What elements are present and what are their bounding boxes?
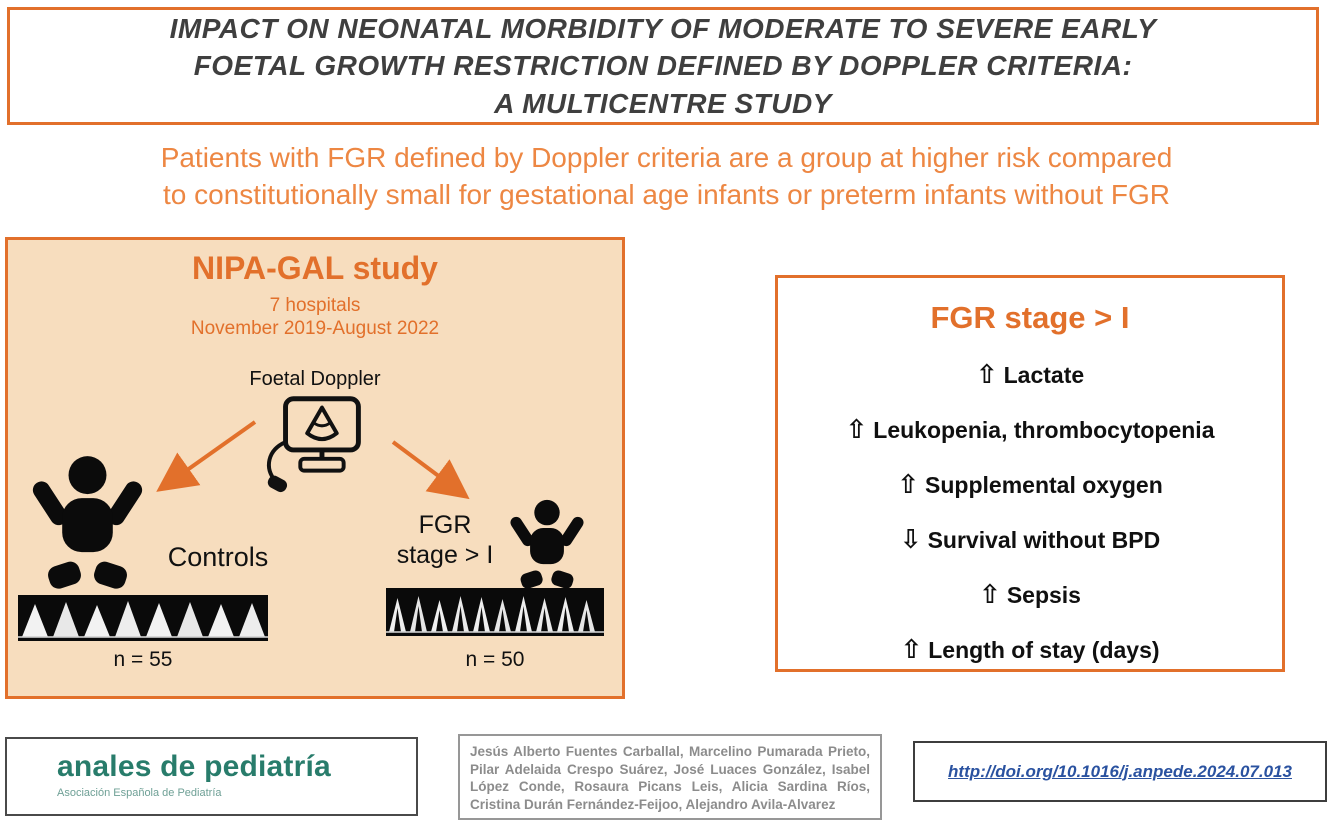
paper-title-line3: A MULTICENTRE STUDY xyxy=(494,87,832,119)
study-period: November 2019-August 2022 xyxy=(190,318,440,339)
fgr-n: n = 50 xyxy=(465,648,525,671)
journal-association: Asociación Española de Pediatría xyxy=(57,787,222,799)
doi-link[interactable]: http://doi.org/10.1016/j.anpede.2024.07.… xyxy=(948,761,1292,781)
ultrasound-machine-icon xyxy=(256,392,384,502)
foetal-doppler-label: Foetal Doppler xyxy=(249,368,381,390)
paper-title-line2: FOETAL GROWTH RESTRICTION DEFINED BY DOP… xyxy=(193,50,1133,82)
study-name: NIPA-GAL study xyxy=(192,250,438,286)
baby-icon xyxy=(508,498,586,598)
authors-box: Jesús Alberto Fuentes Carballal, Marceli… xyxy=(458,734,882,820)
key-message: Patients with FGR defined by Doppler cri… xyxy=(0,140,1333,214)
up-arrow-icon: ⇧ xyxy=(900,635,923,665)
controls-n: n = 55 xyxy=(113,648,173,671)
down-arrow-icon: ⇩ xyxy=(899,525,922,555)
results-panel: FGR stage > I ⇧Lactate ⇧Leukopenia, thro… xyxy=(775,275,1285,672)
result-label: Supplemental oxygen xyxy=(925,472,1163,498)
up-arrow-icon: ⇧ xyxy=(845,415,868,445)
paper-title-line1: IMPACT ON NEONATAL MORBIDITY OF MODERATE… xyxy=(169,12,1157,44)
result-item-sepsis: ⇧Sepsis xyxy=(979,580,1081,610)
fgr-group-label: FGR stage > I xyxy=(380,510,510,570)
result-label: Sepsis xyxy=(1006,582,1081,608)
results-list: ⇧Lactate ⇧Leukopenia, thrombocytopenia ⇧… xyxy=(845,360,1214,665)
baby-icon xyxy=(30,453,145,605)
result-item-lactate: ⇧Lactate xyxy=(976,360,1084,390)
up-arrow-icon: ⇧ xyxy=(897,470,920,500)
result-label: Lactate xyxy=(1003,362,1085,388)
doppler-waveform-fgr xyxy=(386,588,604,636)
up-arrow-icon: ⇧ xyxy=(975,360,998,390)
up-arrow-icon: ⇧ xyxy=(979,580,1001,610)
result-label: Length of stay (days) xyxy=(928,637,1160,663)
result-item-leukopenia: ⇧Leukopenia, thrombocytopenia xyxy=(845,415,1214,445)
key-message-line1: Patients with FGR defined by Doppler cri… xyxy=(160,142,1173,173)
results-title: FGR stage > I xyxy=(930,300,1130,335)
result-label: Leukopenia, thrombocytopenia xyxy=(873,417,1215,443)
study-hospitals: 7 hospitals xyxy=(269,295,361,316)
controls-label: Controls xyxy=(167,542,269,572)
authors-list: Jesús Alberto Fuentes Carballal, Marceli… xyxy=(470,744,870,812)
journal-logo-box: anales de pediatría Asociación Española … xyxy=(5,737,418,816)
result-label: Survival without BPD xyxy=(927,527,1161,553)
result-item-survival-without-bpd: ⇩Survival without BPD xyxy=(900,525,1160,555)
doi-box: http://doi.org/10.1016/j.anpede.2024.07.… xyxy=(913,741,1327,802)
doppler-waveform-controls xyxy=(18,595,268,641)
journal-logo: anales de pediatría xyxy=(57,750,331,783)
key-message-line2: to constitutionally small for gestationa… xyxy=(163,178,1170,210)
fgr-group-label-line1: FGR xyxy=(418,511,472,539)
paper-title: IMPACT ON NEONATAL MORBIDITY OF MODERATE… xyxy=(7,7,1319,125)
study-panel: NIPA-GAL study 7 hospitals November 2019… xyxy=(5,237,625,699)
result-item-supplemental-oxygen: ⇧Supplemental oxygen xyxy=(897,470,1163,500)
result-item-length-of-stay: ⇧Length of stay (days) xyxy=(900,635,1159,665)
fgr-group-label-line2: stage > I xyxy=(396,541,494,569)
